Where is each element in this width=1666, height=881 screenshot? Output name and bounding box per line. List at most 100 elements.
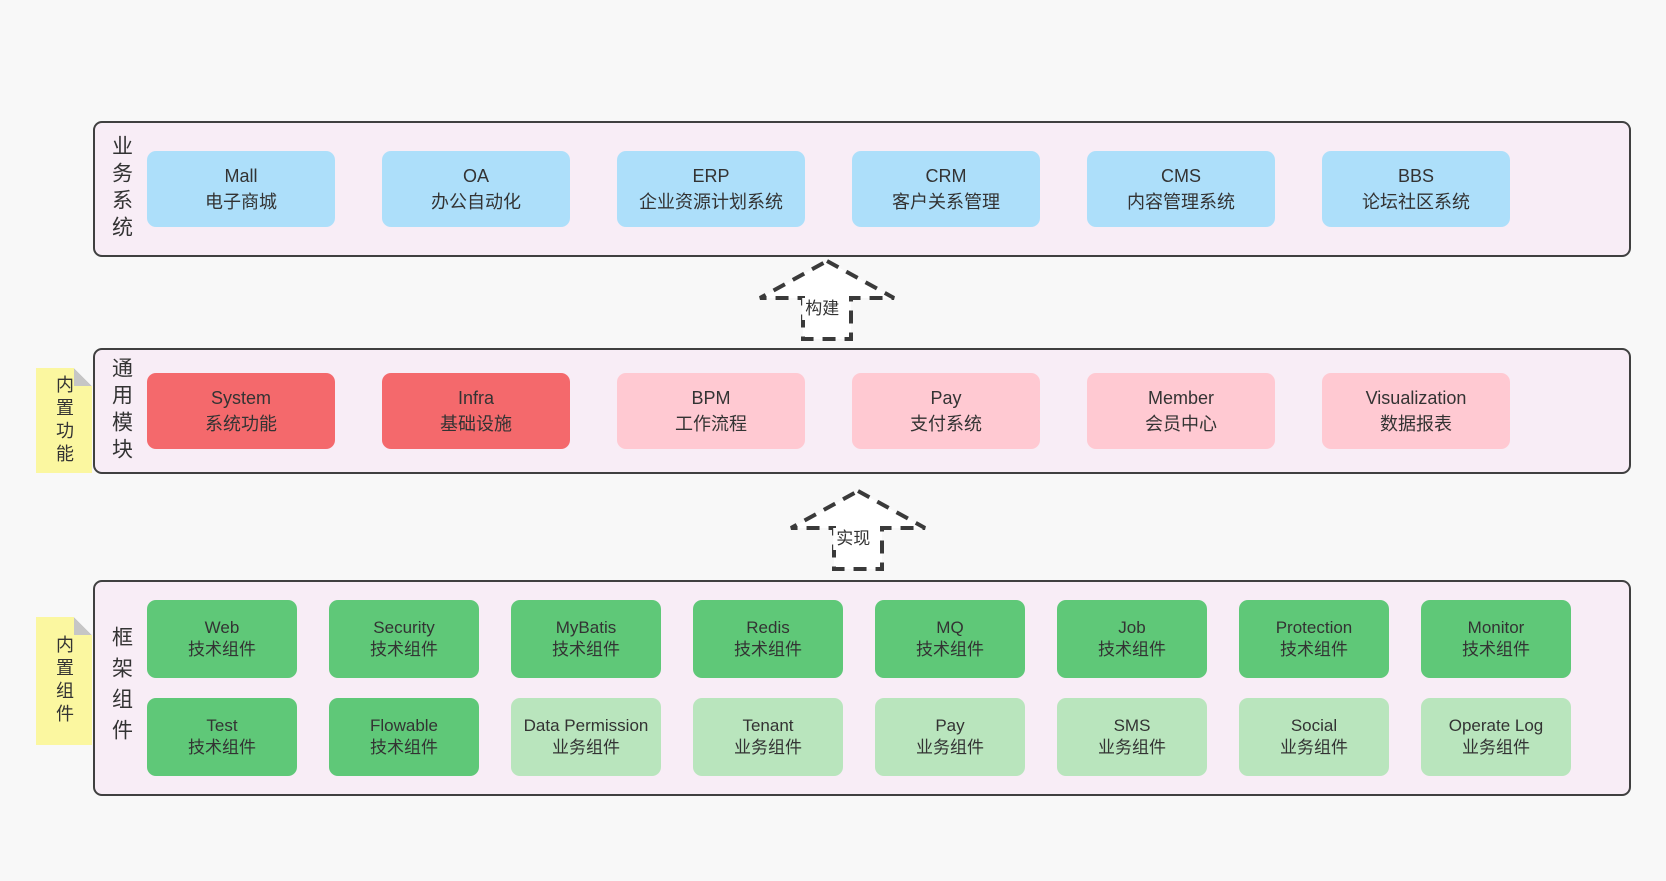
diagram-box-erp: ERP 企业资源计划系统 bbox=[617, 151, 805, 227]
box-title: Web bbox=[204, 617, 240, 637]
box-subtitle: 电子商城 bbox=[205, 192, 277, 212]
box-subtitle: 技术组件 bbox=[916, 640, 984, 659]
diagram-box-visualization: Visualization 数据报表 bbox=[1322, 373, 1510, 449]
box-subtitle: 业务组件 bbox=[734, 738, 802, 757]
box-title: Job bbox=[1118, 617, 1146, 637]
box-title: Visualization bbox=[1365, 387, 1467, 408]
tech-components-row: Web 技术组件 Security 技术组件 MyBatis 技术组件 Redi… bbox=[147, 600, 1571, 678]
box-subtitle: 数据报表 bbox=[1380, 414, 1452, 434]
box-subtitle: 业务组件 bbox=[916, 738, 984, 757]
diagram-box-operate-log: Operate Log 业务组件 bbox=[1421, 698, 1571, 776]
box-subtitle: 技术组件 bbox=[1462, 640, 1530, 659]
common-modules-boxes: System 系统功能 Infra 基础设施 BPM 工作流程 Pay 支付系统… bbox=[147, 373, 1510, 449]
box-title: BPM bbox=[691, 387, 731, 408]
box-subtitle: 技术组件 bbox=[734, 640, 802, 659]
box-subtitle: 业务组件 bbox=[1280, 738, 1348, 757]
box-subtitle: 业务组件 bbox=[552, 738, 620, 757]
box-title: Operate Log bbox=[1448, 715, 1544, 735]
box-title: OA bbox=[462, 165, 489, 186]
diagram-box-crm: CRM 客户关系管理 bbox=[852, 151, 1040, 227]
diagram-box-flowable: Flowable 技术组件 bbox=[329, 698, 479, 776]
business-systems-label-col: 业务系统 bbox=[95, 135, 147, 243]
diagram-box-security: Security 技术组件 bbox=[329, 600, 479, 678]
biz-components-row: Test 技术组件 Flowable 技术组件 Data Permission … bbox=[147, 698, 1571, 776]
box-subtitle: 技术组件 bbox=[188, 640, 256, 659]
diagram-box-pay-system: Pay 支付系统 bbox=[852, 373, 1040, 449]
diagram-box-mybatis: MyBatis 技术组件 bbox=[511, 600, 661, 678]
diagram-box-pay-component: Pay 业务组件 bbox=[875, 698, 1025, 776]
box-title: Security bbox=[373, 617, 435, 637]
sticky-note-built-in-features: 内置功能 bbox=[36, 368, 92, 473]
box-subtitle: 技术组件 bbox=[552, 640, 620, 659]
diagram-box-system: System 系统功能 bbox=[147, 373, 335, 449]
diagram-box-monitor: Monitor 技术组件 bbox=[1421, 600, 1571, 678]
diagram-box-redis: Redis 技术组件 bbox=[693, 600, 843, 678]
diagram-box-tenant: Tenant 业务组件 bbox=[693, 698, 843, 776]
diagram-box-web: Web 技术组件 bbox=[147, 600, 297, 678]
box-subtitle: 业务组件 bbox=[1098, 738, 1166, 757]
box-title: Test bbox=[206, 715, 238, 735]
box-title: Member bbox=[1147, 387, 1214, 408]
business-systems-boxes: Mall 电子商城 OA 办公自动化 ERP 企业资源计划系统 CRM 客户关系… bbox=[147, 151, 1510, 227]
diagram-box-bpm: BPM 工作流程 bbox=[617, 373, 805, 449]
box-title: SMS bbox=[1113, 715, 1151, 735]
box-subtitle: 技术组件 bbox=[1280, 640, 1348, 659]
diagram-box-infra: Infra 基础设施 bbox=[382, 373, 570, 449]
box-subtitle: 技术组件 bbox=[370, 738, 438, 757]
box-title: Mall bbox=[224, 165, 258, 186]
box-title: Flowable bbox=[369, 715, 439, 735]
build-arrow: 构建 bbox=[757, 258, 897, 342]
framework-components-rows: Web 技术组件 Security 技术组件 MyBatis 技术组件 Redi… bbox=[147, 600, 1571, 776]
box-title: Tenant bbox=[742, 715, 794, 735]
implement-arrow: 实现 bbox=[788, 488, 928, 572]
box-title: Social bbox=[1290, 715, 1338, 735]
box-subtitle: 系统功能 bbox=[205, 414, 277, 434]
arrow-label: 实现 bbox=[833, 528, 874, 551]
box-title: BBS bbox=[1397, 165, 1435, 186]
box-subtitle: 客户关系管理 bbox=[892, 192, 1000, 212]
box-subtitle: 技术组件 bbox=[1098, 640, 1166, 659]
box-title: MyBatis bbox=[555, 617, 617, 637]
box-subtitle: 企业资源计划系统 bbox=[639, 192, 783, 212]
note-text: 内置组件 bbox=[54, 635, 74, 727]
box-subtitle: 会员中心 bbox=[1145, 414, 1217, 434]
section-label: 框架组件 bbox=[109, 626, 133, 750]
box-title: Infra bbox=[457, 387, 495, 408]
box-title: Monitor bbox=[1467, 617, 1525, 637]
folded-corner-icon bbox=[74, 617, 92, 635]
diagram-box-sms: SMS 业务组件 bbox=[1057, 698, 1207, 776]
arrow-label: 构建 bbox=[802, 298, 843, 321]
diagram-box-member: Member 会员中心 bbox=[1087, 373, 1275, 449]
note-text: 内置功能 bbox=[54, 374, 74, 467]
box-title: ERP bbox=[692, 165, 730, 186]
common-modules-section: 通用模块 System 系统功能 Infra 基础设施 BPM 工作流程 Pay… bbox=[93, 348, 1631, 474]
folded-corner-icon bbox=[74, 368, 92, 386]
box-subtitle: 办公自动化 bbox=[431, 192, 521, 212]
framework-components-section: 框架组件 Web 技术组件 Security 技术组件 MyBatis 技术组件… bbox=[93, 580, 1631, 796]
box-subtitle: 业务组件 bbox=[1462, 738, 1530, 757]
section-label: 通用模块 bbox=[109, 357, 133, 465]
box-title: Protection bbox=[1275, 617, 1353, 637]
box-title: CMS bbox=[1161, 165, 1201, 186]
box-subtitle: 内容管理系统 bbox=[1127, 192, 1235, 212]
box-subtitle: 技术组件 bbox=[188, 738, 256, 757]
box-title: CRM bbox=[925, 165, 967, 186]
box-subtitle: 基础设施 bbox=[440, 414, 512, 434]
diagram-box-cms: CMS 内容管理系统 bbox=[1087, 151, 1275, 227]
diagram-box-protection: Protection 技术组件 bbox=[1239, 600, 1389, 678]
section-label: 业务系统 bbox=[109, 135, 133, 243]
box-title: MQ bbox=[936, 617, 964, 637]
diagram-box-test: Test 技术组件 bbox=[147, 698, 297, 776]
box-title: Pay bbox=[930, 387, 962, 408]
sticky-note-built-in-components: 内置组件 bbox=[36, 617, 92, 745]
framework-components-label-col: 框架组件 bbox=[95, 626, 147, 750]
diagram-box-oa: OA 办公自动化 bbox=[382, 151, 570, 227]
box-title: Redis bbox=[746, 617, 790, 637]
box-title: Data Permission bbox=[523, 715, 649, 735]
box-title: Pay bbox=[935, 715, 965, 735]
diagram-box-bbs: BBS 论坛社区系统 bbox=[1322, 151, 1510, 227]
diagram-box-job: Job 技术组件 bbox=[1057, 600, 1207, 678]
diagram-box-data-permission: Data Permission 业务组件 bbox=[511, 698, 661, 776]
box-title: System bbox=[210, 387, 271, 408]
